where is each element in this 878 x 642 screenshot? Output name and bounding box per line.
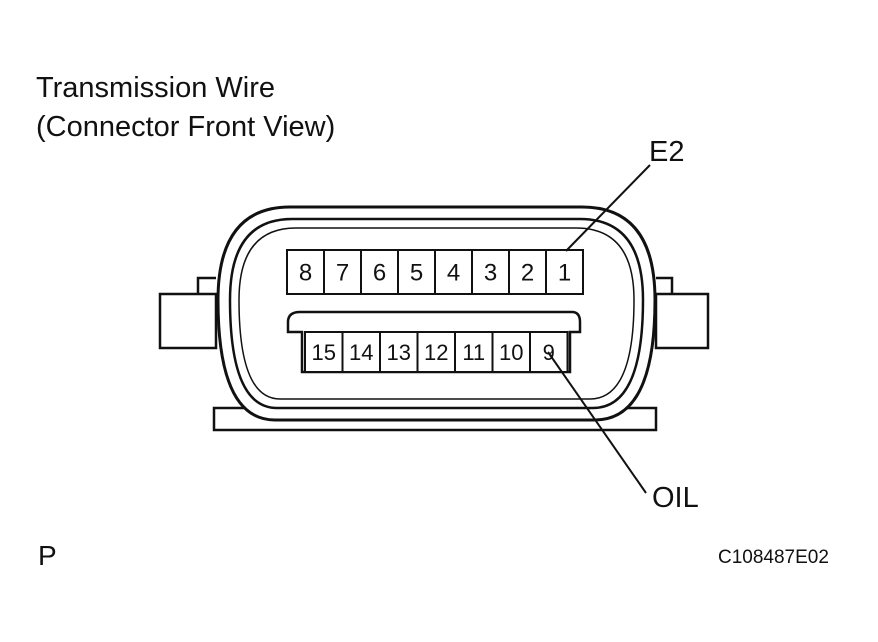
pin-number: 1 <box>558 260 571 287</box>
pin-cell-4: 4 <box>434 249 473 295</box>
diagram-subtitle: (Connector Front View) <box>36 111 336 143</box>
pin-box <box>341 331 381 373</box>
pin-box <box>304 331 344 373</box>
pin-cell-5: 5 <box>397 249 436 295</box>
figure-code: C108487E02 <box>718 547 829 568</box>
corner-mark: P <box>38 540 57 571</box>
pin-cell-3: 3 <box>471 249 510 295</box>
pin-cell-11: 11 <box>454 331 494 373</box>
pin-number: 6 <box>373 260 386 287</box>
pin-number: 2 <box>521 260 534 287</box>
pin-number: 15 <box>312 340 336 365</box>
pin-box <box>360 249 399 295</box>
pin-number: 4 <box>447 260 460 287</box>
pin-cell-8: 8 <box>286 249 325 295</box>
bottom-pin-row: 1514131211109 <box>304 331 569 373</box>
pin-number: 5 <box>410 260 423 287</box>
pin-number: 10 <box>499 340 523 365</box>
pin-number: 11 <box>462 340 485 365</box>
e2-leader-line <box>565 164 651 252</box>
pin-box <box>397 249 436 295</box>
pin-box <box>454 331 494 373</box>
pin-box <box>434 249 473 295</box>
pin-cell-15: 15 <box>304 331 344 373</box>
pin-cell-14: 14 <box>341 331 381 373</box>
pin-box <box>545 249 584 295</box>
left-tab <box>158 292 218 350</box>
pin-number: 3 <box>484 260 497 287</box>
pin-box <box>323 249 362 295</box>
pin-cell-10: 10 <box>491 331 531 373</box>
pin-number: 14 <box>349 340 373 365</box>
oil-callout-label: OIL <box>652 482 699 514</box>
pin-number: 12 <box>424 340 448 365</box>
pin-number: 13 <box>387 340 411 365</box>
pin-cell-13: 13 <box>379 331 419 373</box>
right-tab <box>654 292 710 350</box>
pin-number: 7 <box>336 260 349 287</box>
pin-cell-12: 12 <box>416 331 456 373</box>
pin-cell-7: 7 <box>323 249 362 295</box>
pin-cell-2: 2 <box>508 249 547 295</box>
pin-box <box>508 249 547 295</box>
e2-callout-label: E2 <box>649 136 685 168</box>
pin-number: 8 <box>299 260 312 287</box>
diagram-title: Transmission Wire <box>36 72 276 104</box>
pin-cell-6: 6 <box>360 249 399 295</box>
oil-leader-line <box>547 351 647 494</box>
pin-cell-1: 1 <box>545 249 584 295</box>
